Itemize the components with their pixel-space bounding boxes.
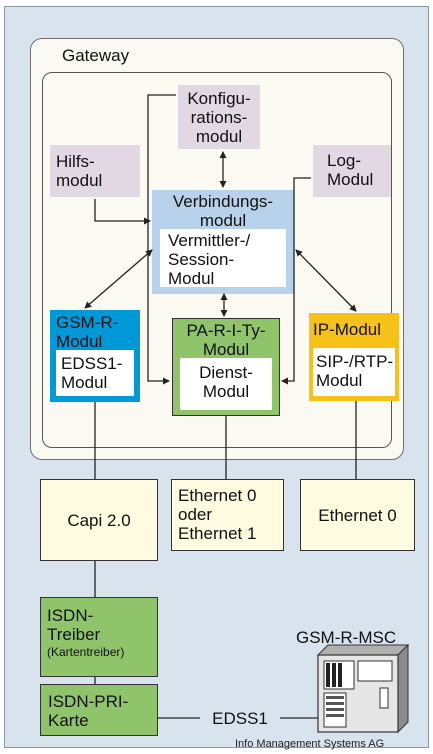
ethernet-0-box: Ethernet 0 <box>300 479 415 551</box>
isdn-pri-karte-label: ISDN-PRI-Karte <box>48 692 129 730</box>
edss1-modul-box: EDSS1-Modul <box>56 350 134 396</box>
log-modul-label: Log-Modul <box>327 151 374 189</box>
edss1-link-label: EDSS1 <box>212 709 268 728</box>
capi-box: Capi 2.0 <box>40 479 158 561</box>
hilfsmodul-box: Hilfs-modul <box>50 145 140 197</box>
hilfs-verbindung-arrow <box>94 199 151 225</box>
vermittler-session-modul-label: Vermittler-/Session-Modul <box>168 231 251 288</box>
verbindung-gsmr-arrow <box>84 249 153 309</box>
pa-r-i-ty-modul-label: PA-R-I-Ty-Modul <box>186 321 266 359</box>
log-right-bus <box>281 177 311 385</box>
gateway-title: Gateway <box>62 46 130 65</box>
gsm-r-msc-label: GSM-R-MSC <box>296 628 397 647</box>
gsm-r-msc-equipment-icon <box>316 643 410 734</box>
verbindung-ip-arrow <box>295 249 357 312</box>
dienst-modul-label: Dienst-Modul <box>199 363 253 401</box>
konfigurationsmodul-label: Konfigu-rations-modul <box>187 88 251 146</box>
edss1-modul-label: EDSS1-Modul <box>61 354 123 392</box>
isdn-pri-karte-box: ISDN-PRI-Karte <box>40 684 158 736</box>
dienst-modul-box: Dienst-Modul <box>180 358 272 410</box>
konfig-left-bus <box>147 94 176 385</box>
kartentreiber-label: (Kartentreiber) <box>47 645 125 659</box>
copyright-footer: Info Management Systems AG <box>235 738 385 750</box>
log-modul-box: Log-Modul <box>313 145 391 197</box>
capi-label: Capi 2.0 <box>67 510 131 530</box>
ethernet-0-label: Ethernet 0 <box>318 505 397 525</box>
hilfsmodul-label: Hilfs-modul <box>56 152 103 190</box>
vermittler-session-modul-box: Vermittler-/Session-Modul <box>160 229 286 288</box>
verbindungsmodul-label: Verbindungs-modul <box>172 192 274 230</box>
isdn-treiber-label: ISDN-Treiber (Kartentreiber) <box>47 606 125 659</box>
sip-rtp-modul-label: SIP-/RTP-Modul <box>316 352 394 390</box>
gateway-inner-frame <box>42 72 392 448</box>
konfigurationsmodul-box: Konfigu-rations-modul <box>178 85 260 149</box>
gsm-r-modul-label: GSM-R-Modul <box>56 313 119 351</box>
ip-modul-label: IP-Modul <box>313 320 382 339</box>
isdn-treiber-box: ISDN-Treiber (Kartentreiber) <box>40 597 158 677</box>
sip-rtp-modul-box: SIP-/RTP-Modul <box>313 348 395 396</box>
